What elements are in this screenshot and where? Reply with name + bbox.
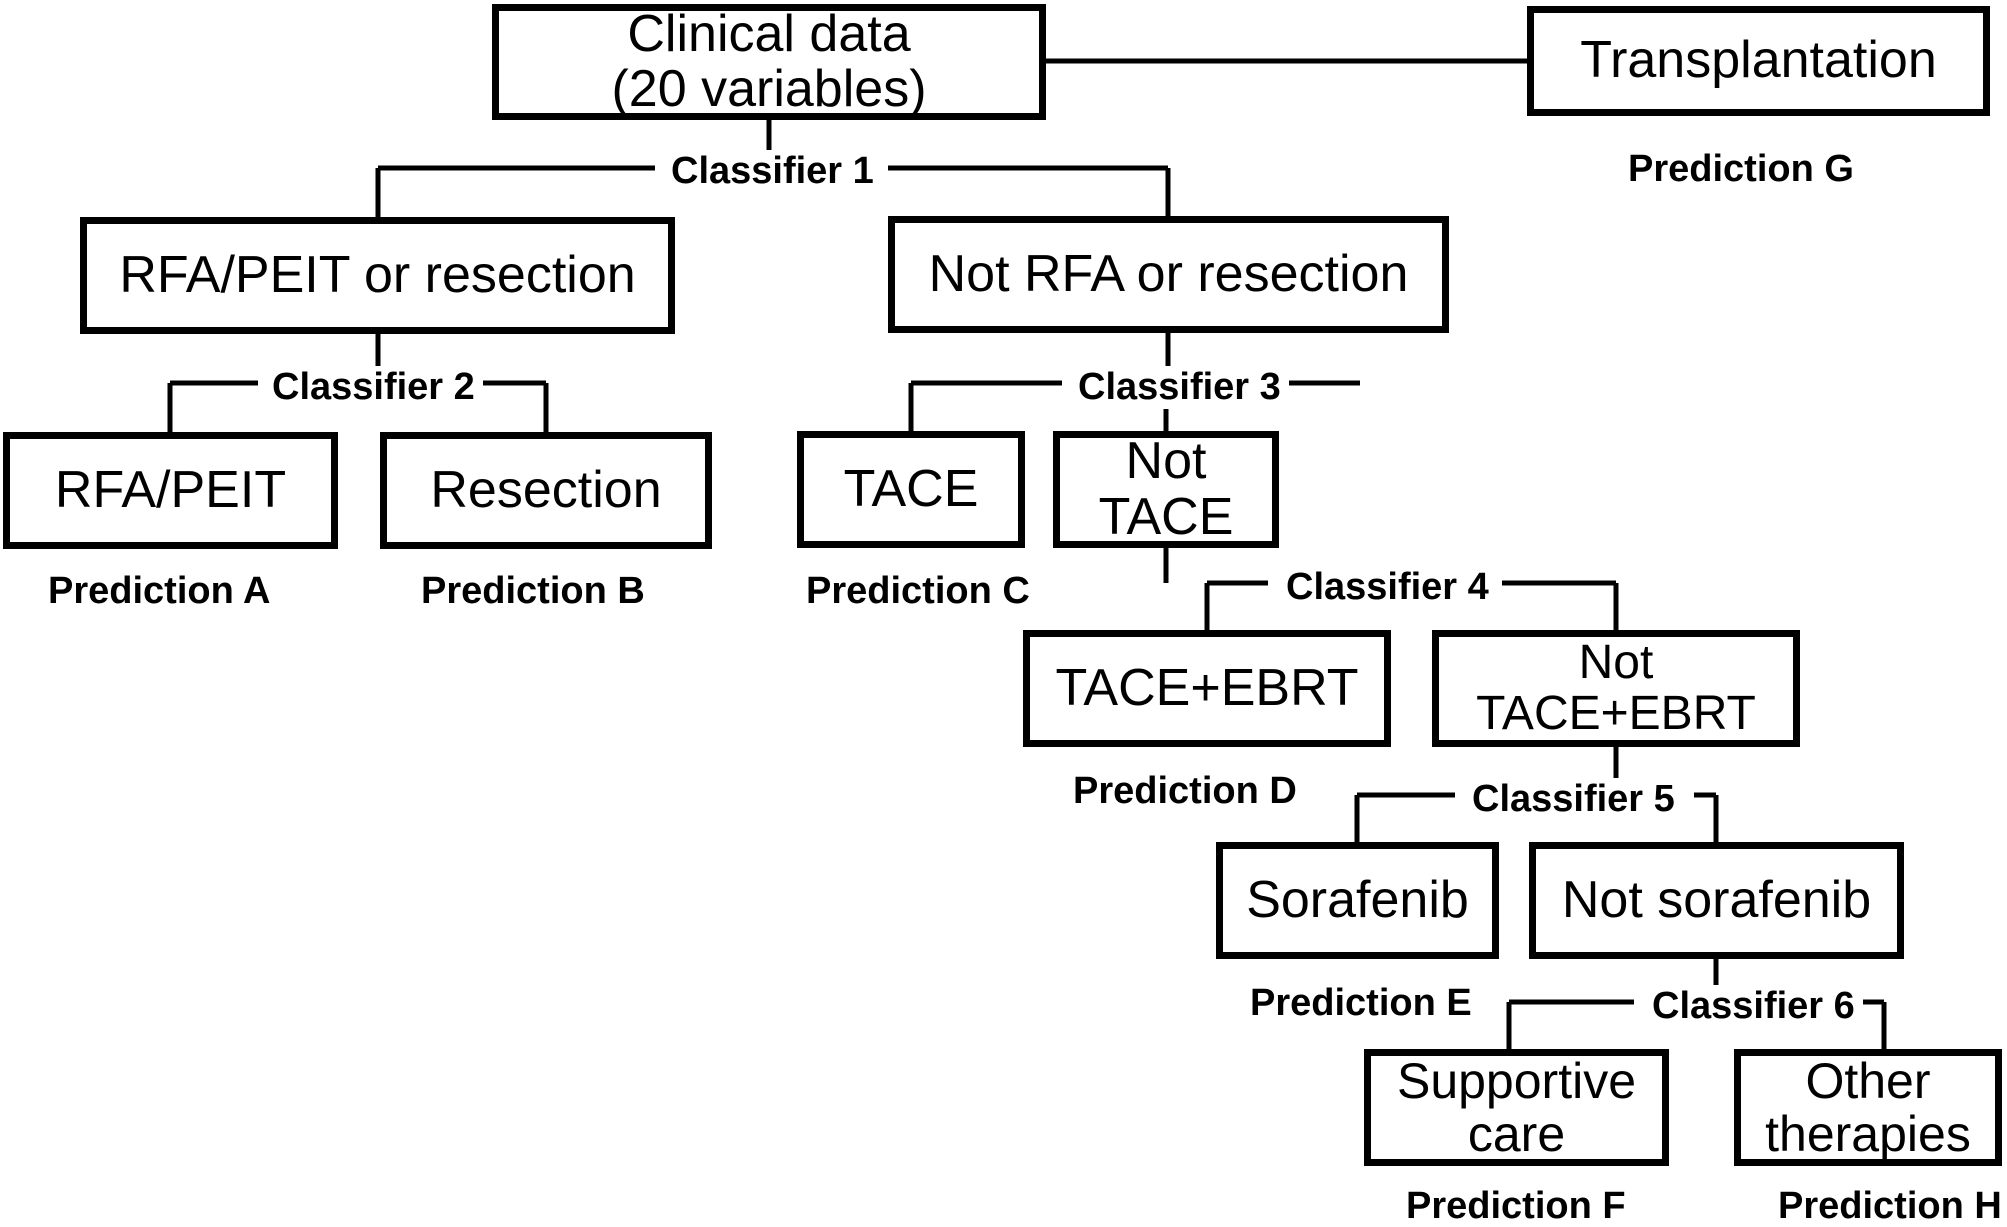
label-prediction-h: Prediction H bbox=[1778, 1185, 2002, 1227]
label-classifier-1: Classifier 1 bbox=[663, 150, 882, 193]
node-rfa-peit[interactable]: RFA/PEIT bbox=[3, 432, 338, 549]
node-not-tace[interactable]: Not TACE bbox=[1053, 431, 1279, 548]
label-prediction-e: Prediction E bbox=[1250, 982, 1472, 1024]
node-resection[interactable]: Resection bbox=[380, 432, 712, 549]
node-tace[interactable]: TACE bbox=[797, 431, 1025, 548]
node-not-sorafenib[interactable]: Not sorafenib bbox=[1529, 842, 1904, 959]
label-prediction-a: Prediction A bbox=[48, 570, 271, 612]
label-prediction-f: Prediction F bbox=[1406, 1185, 1626, 1227]
label-prediction-c: Prediction C bbox=[806, 570, 1030, 612]
node-not-tace-ebrt[interactable]: Not TACE+EBRT bbox=[1432, 630, 1800, 747]
node-tace-ebrt[interactable]: TACE+EBRT bbox=[1023, 630, 1391, 747]
node-transplantation[interactable]: Transplantation bbox=[1527, 6, 1990, 116]
label-classifier-2: Classifier 2 bbox=[264, 366, 483, 409]
label-prediction-b: Prediction B bbox=[421, 570, 645, 612]
node-supportive-care[interactable]: Supportive care bbox=[1364, 1049, 1669, 1166]
label-classifier-3: Classifier 3 bbox=[1070, 366, 1289, 409]
node-not-rfa-or-resection[interactable]: Not RFA or resection bbox=[888, 216, 1449, 333]
label-classifier-4: Classifier 4 bbox=[1278, 566, 1497, 609]
label-prediction-d: Prediction D bbox=[1073, 770, 1297, 812]
label-classifier-6: Classifier 6 bbox=[1644, 985, 1863, 1028]
label-prediction-g: Prediction G bbox=[1628, 148, 1854, 190]
node-other-therapies[interactable]: Other therapies bbox=[1734, 1049, 2002, 1166]
node-clinical-data[interactable]: Clinical data (20 variables) bbox=[492, 4, 1046, 120]
node-sorafenib[interactable]: Sorafenib bbox=[1216, 842, 1499, 959]
node-rfa-peit-or-resection[interactable]: RFA/PEIT or resection bbox=[80, 217, 675, 334]
label-classifier-5: Classifier 5 bbox=[1464, 778, 1683, 821]
